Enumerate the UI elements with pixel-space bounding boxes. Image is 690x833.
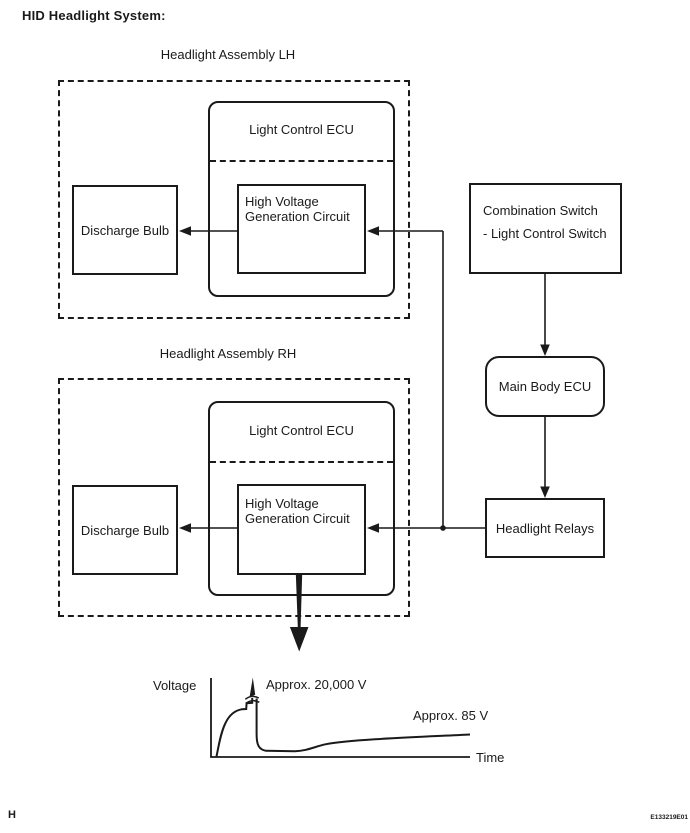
lh-light-control-ecu-label: Light Control ECU [249, 122, 354, 137]
graph-y-axis-label: Voltage [153, 678, 197, 693]
rh-high-voltage-label: High Voltage Generation Circuit [245, 496, 350, 526]
lh-discharge-bulb-box: Discharge Bulb [72, 185, 178, 275]
switch-to-ecu-arrow [540, 274, 550, 356]
rh-high-voltage-box [237, 484, 366, 575]
rh-hv-line2: Generation Circuit [245, 510, 350, 526]
lh-discharge-bulb-label: Discharge Bulb [80, 222, 170, 238]
graph-steady-annotation: Approx. 85 V [413, 708, 489, 723]
graph-peak-annotation: Approx. 20,000 V [266, 677, 367, 692]
footer-page-letter: H [8, 809, 16, 821]
lh-ecu-divider [210, 160, 393, 162]
combination-switch-line1: Combination Switch [483, 203, 598, 218]
lh-hv-line2: Generation Circuit [245, 208, 350, 224]
combination-switch-line2: - Light Control Switch [483, 225, 607, 241]
graph-x-axis-label: Time [476, 750, 505, 765]
lh-hv-line1: High Voltage [245, 194, 319, 209]
lh-high-voltage-box [237, 184, 366, 274]
voltage-curve [215, 698, 471, 757]
rh-assembly-label: Headlight Assembly RH [159, 346, 297, 361]
rh-light-control-ecu-label: Light Control ECU [249, 423, 354, 438]
rh-hv-line1: High Voltage [245, 496, 319, 511]
ecu-to-relays-arrow [540, 417, 550, 498]
page-title: HID Headlight System: [22, 8, 166, 23]
rh-assembly-box [58, 378, 410, 617]
rh-discharge-bulb-box: Discharge Bulb [72, 485, 178, 575]
main-body-ecu-label: Main Body ECU [498, 379, 592, 394]
headlight-relays-box: Headlight Relays [485, 498, 605, 558]
combination-switch-box [469, 183, 622, 274]
junction-dot [440, 525, 446, 531]
lh-high-voltage-label: High Voltage Generation Circuit [245, 194, 350, 224]
footer-doc-code: E133219E01 [650, 814, 688, 821]
spike-break-symbol [244, 677, 260, 705]
lh-assembly-box [58, 80, 410, 319]
rh-discharge-bulb-label: Discharge Bulb [80, 522, 170, 538]
relay-feed-vertical-line [440, 231, 446, 531]
lh-assembly-label: Headlight Assembly LH [160, 47, 296, 62]
main-body-ecu-box: Main Body ECU [485, 356, 605, 417]
headlight-relays-label: Headlight Relays [495, 520, 595, 536]
combination-switch-label: Combination Switch - Light Control Switc… [483, 200, 607, 245]
rh-ecu-divider [210, 461, 393, 463]
